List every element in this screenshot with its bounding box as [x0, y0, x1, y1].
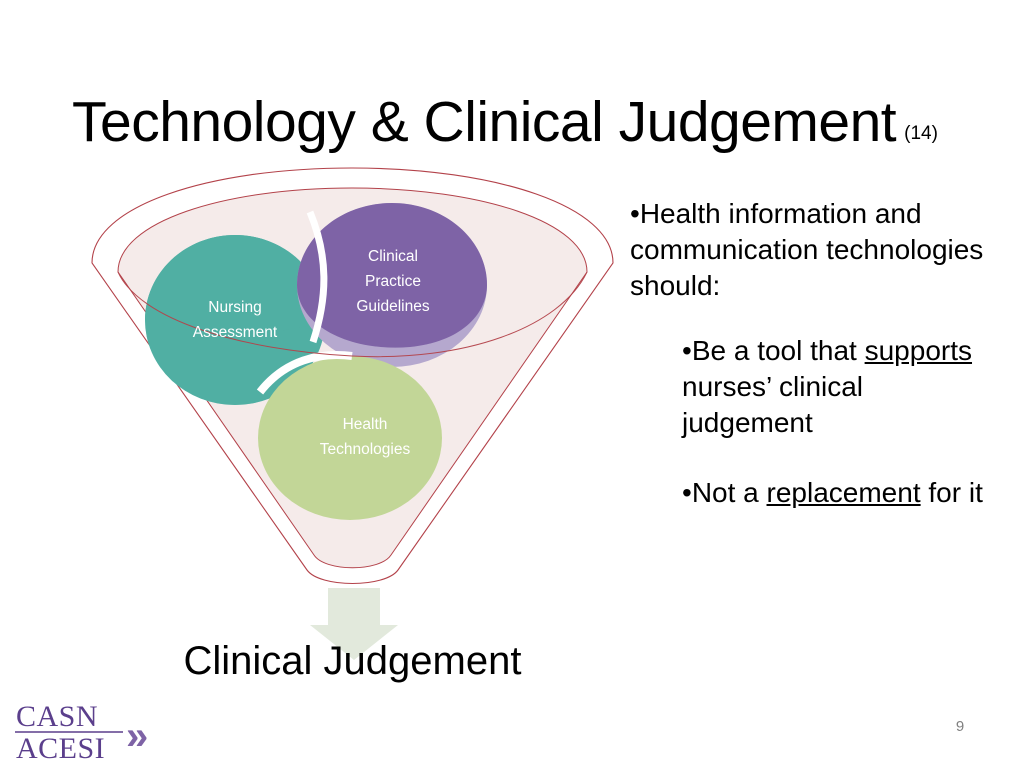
down-arrow-icon: [310, 588, 398, 660]
bullet-item-emphasis-replacement: replacement: [766, 476, 921, 508]
bullet-item-text-after: nurses’ clinical judgement: [682, 371, 864, 439]
logo-text-casn: CASN: [16, 700, 98, 733]
bubble-label-cpg-3: Guidelines: [356, 298, 429, 315]
bubble-clinical-practice-guidelines: [297, 203, 487, 348]
page-title-reference: (14): [904, 123, 938, 145]
bubble-nursing-assessment-upper: [145, 235, 325, 334]
bullet-list: •Health information and communication te…: [630, 196, 990, 511]
bubble-label-health-tech-2: Technologies: [320, 441, 411, 458]
chevron-double-right-icon: »: [126, 714, 148, 758]
page-number: 9: [955, 718, 965, 735]
bubble-label-health-tech-1: Health: [343, 416, 388, 433]
bullet-item-emphasis-supports: supports: [864, 335, 973, 367]
bubble-label-cpg-2: Practice: [365, 273, 421, 290]
bullet-item-text-before: Not a: [691, 476, 767, 508]
bullet-item-supports: •Be a tool that supports nurses’ clinica…: [630, 333, 990, 440]
bubble-separator-teal-purple: [306, 210, 328, 344]
bubble-label-nursing-1: Nursing: [208, 299, 261, 316]
bullet-item-replacement: •Not a replacement for it: [630, 475, 990, 511]
bubble-labels: Nursing Assessment Clinical Practice Gui…: [193, 248, 430, 458]
bubble-group: [145, 203, 487, 520]
bubble-health-technologies: [258, 356, 442, 520]
funnel-diagram: Nursing Assessment Clinical Practice Gui…: [80, 160, 625, 660]
casn-acesi-logo: CASN ACESI »: [8, 698, 178, 764]
page-title-text: Technology & Clinical Judgement: [72, 90, 897, 155]
bullet-item-text-before: Be a tool that: [691, 335, 865, 367]
bubble-label-cpg-1: Clinical: [368, 248, 418, 265]
bullet-marker: •: [682, 335, 692, 367]
bullet-intro: •Health information and communication te…: [630, 196, 990, 303]
bullet-marker: •: [630, 198, 640, 229]
funnel-outcome-label: Clinical Judgement: [183, 639, 522, 683]
page-title: Technology & Clinical Judgement(14): [72, 94, 972, 151]
logo-text-acesi: ACESI: [16, 732, 105, 764]
bullet-item-text-after: for it: [920, 476, 983, 508]
funnel-outer-outline: [91, 167, 614, 584]
bullet-marker: •: [682, 476, 692, 508]
funnel-inner-rim: [117, 271, 588, 358]
bullet-intro-text: Health information and communication tec…: [630, 198, 984, 301]
bubble-label-nursing-2: Assessment: [193, 324, 278, 341]
